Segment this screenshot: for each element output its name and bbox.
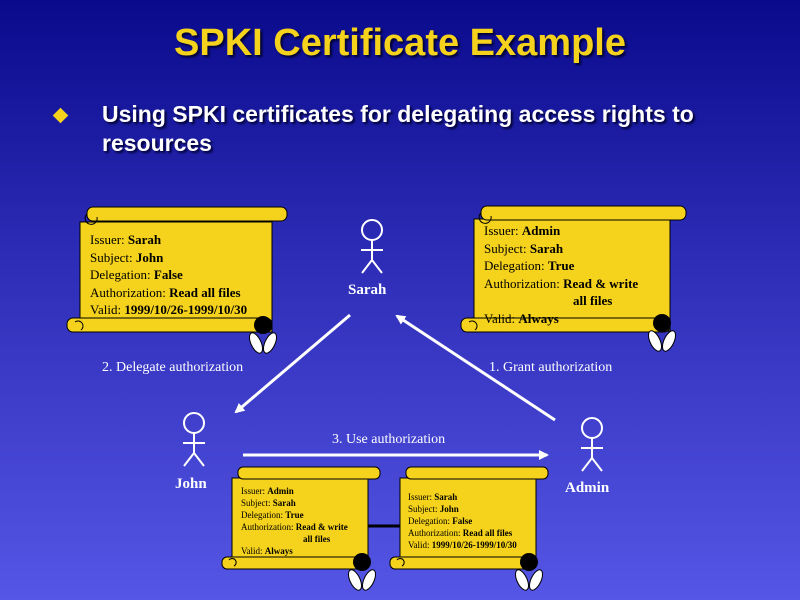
- person-name-sarah: Sarah: [348, 282, 387, 298]
- certificate-scroll-bottom-left: [221, 466, 381, 570]
- use-label: 3. Use authorization: [332, 432, 446, 447]
- certificate-scroll-top-right: [460, 205, 687, 333]
- certificate-top-right: Issuer: Admin Subject: Sarah Delegation:…: [484, 223, 639, 326]
- person-admin-icon: [580, 417, 604, 472]
- person-john-icon: [182, 412, 206, 467]
- person-name-admin: Admin: [565, 480, 610, 496]
- grant-label: 1. Grant authorization: [489, 360, 613, 375]
- bullet-text: Using SPKI certificates for delegating a…: [102, 101, 694, 156]
- delegate-arrow: [234, 313, 351, 414]
- certificate-bottom-right: Issuer: Sarah Subject: John Delegation: …: [408, 492, 517, 550]
- person-sarah-icon: [360, 219, 384, 274]
- person-name-john: John: [175, 476, 207, 492]
- certificate-scroll-top-left: [66, 206, 288, 333]
- certificate-top-left: Issuer: Sarah Subject: John Delegation: …: [90, 232, 248, 317]
- certificate-bottom-left: Issuer: Admin Subject: Sarah Delegation:…: [241, 486, 348, 556]
- delegate-label: 2. Delegate authorization: [102, 360, 244, 375]
- slide-title: SPKI Certificate Example: [174, 22, 626, 64]
- certificate-scroll-bottom-right: [389, 466, 549, 570]
- grant-arrow: [395, 314, 556, 422]
